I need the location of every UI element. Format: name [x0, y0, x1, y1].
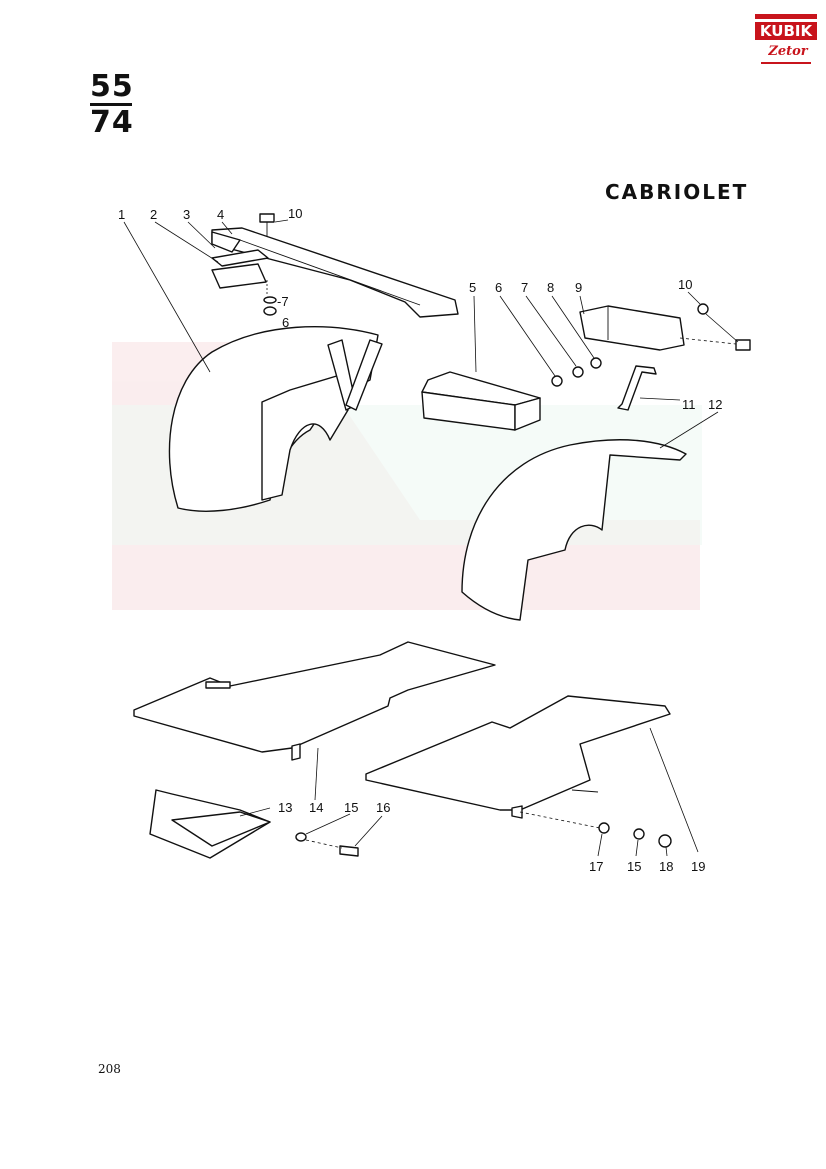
callout-12: 12 — [708, 397, 722, 412]
callout-7-mid: 7 — [521, 280, 528, 295]
bracket-bar — [211, 227, 459, 318]
floor-plate-left — [133, 641, 496, 761]
page-number: 208 — [98, 1062, 121, 1076]
logo-underline — [761, 62, 811, 64]
callout-16: 16 — [376, 800, 390, 815]
fraction-bottom: 74 — [90, 105, 134, 140]
left-fender — [168, 326, 383, 512]
small-clip — [617, 365, 657, 411]
callout-13: 13 — [278, 800, 292, 815]
washer-bolt-left — [295, 832, 359, 857]
logo-brand-text: KUBIK — [755, 22, 817, 40]
nuts-mid — [551, 357, 602, 387]
callout-6-mid: 6 — [495, 280, 502, 295]
callout-19: 19 — [691, 859, 705, 874]
step-part — [149, 789, 271, 859]
model-fraction: 55 74 — [90, 69, 134, 140]
washer-nut-left — [263, 280, 277, 316]
callout-11: 11 — [682, 397, 696, 412]
callout-15-right: 15 — [627, 859, 641, 874]
callout-7-left: -7 — [277, 294, 289, 309]
page-title: CABRIOLET — [605, 180, 749, 204]
washers-right — [598, 822, 672, 848]
fraction-top: 55 — [90, 69, 134, 104]
block-part — [421, 371, 541, 431]
angle-bracket — [579, 305, 685, 351]
fraction-bar — [90, 103, 132, 106]
callout-10-right: 10 — [678, 277, 692, 292]
plates — [211, 249, 269, 289]
logo-bar — [755, 14, 817, 19]
callout-1: 1 — [118, 207, 125, 222]
leader-lines — [123, 219, 739, 857]
callout-6-left: 6 — [282, 315, 289, 330]
callout-3: 3 — [183, 207, 190, 222]
floor-plate-right — [365, 695, 671, 819]
right-fender — [461, 439, 687, 621]
callout-2: 2 — [150, 207, 157, 222]
callout-10-top: 10 — [288, 206, 302, 221]
bolt-top — [259, 213, 275, 236]
kubik-zetor-logo: KUBIK Zetor — [755, 14, 817, 76]
callout-5: 5 — [469, 280, 476, 295]
callout-8: 8 — [547, 280, 554, 295]
callout-4: 4 — [217, 207, 224, 222]
callout-14: 14 — [309, 800, 323, 815]
callout-17: 17 — [589, 859, 603, 874]
callout-15-left: 15 — [344, 800, 358, 815]
logo-sub-text: Zetor — [768, 44, 808, 59]
callout-18: 18 — [659, 859, 673, 874]
bolts-right — [697, 303, 751, 351]
callout-9: 9 — [575, 280, 582, 295]
callout-labels: 1 2 3 4 10 5 6 7 8 9 10 11 12 -7 6 13 14… — [118, 206, 722, 874]
